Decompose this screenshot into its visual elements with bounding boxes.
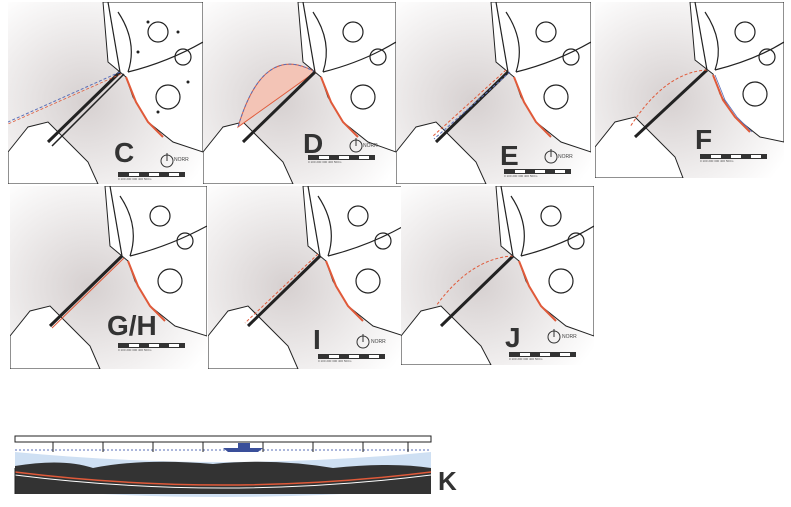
north-label: NORR	[363, 143, 378, 149]
scale-label: 0 100 200 300 400 500m	[308, 160, 342, 164]
north-label: NORR	[371, 339, 386, 345]
map-panel-j: J NORR 0 100 200 300 400 500m	[401, 186, 594, 365]
panel-letter: D	[303, 128, 324, 159]
north-label: NORR	[562, 334, 577, 340]
panel-letter: I	[313, 324, 321, 355]
scale-bar	[318, 354, 385, 359]
panel-letter: J	[505, 322, 521, 353]
section-k-drawing	[13, 428, 435, 498]
scale-bar	[308, 155, 375, 160]
map-panel-i: I NORR 0 100 200 300 400 500m	[208, 186, 404, 369]
map-panel-e: E NORR 0 100 200 300 400 500m	[396, 2, 591, 184]
scale-bar	[118, 172, 185, 177]
north-arrow-icon	[547, 329, 561, 344]
map-panel-d: D NORR 0 100 200 300 400 500m	[203, 2, 396, 184]
scale-bar	[118, 343, 185, 348]
scale-label: 0 100 200 300 400 500m	[700, 159, 734, 163]
scale-bar	[700, 154, 767, 159]
section-panel-k	[13, 428, 435, 498]
north-label: NORR	[558, 154, 573, 160]
scale-label: 0 100 200 300 400 500m	[318, 359, 352, 363]
scale-bar	[504, 169, 571, 174]
north-label: NORR	[174, 157, 189, 163]
scale-label: 0 100 200 300 400 500m	[509, 357, 543, 361]
scale-label: 0 100 200 300 400 500m	[118, 177, 152, 181]
panel-letter: F	[695, 124, 713, 155]
map-panel-f: F 0 100 200 300 400 500m	[595, 2, 784, 178]
panel-letter: G/H	[107, 310, 157, 341]
map-i-drawing	[208, 186, 404, 369]
panel-letter: C	[114, 137, 135, 168]
north-arrow-icon	[356, 334, 370, 349]
map-gh-drawing	[10, 186, 207, 369]
map-e-drawing	[396, 2, 591, 184]
map-j-drawing	[401, 186, 594, 365]
scale-bar	[509, 352, 576, 357]
north-arrow-icon	[160, 153, 174, 168]
north-arrow-icon	[349, 138, 363, 153]
scale-label: 0 100 200 300 400 500m	[118, 348, 152, 352]
section-letter: K	[438, 466, 457, 496]
map-panel-c: C NORR 0 100 200 300 400 500m	[8, 2, 203, 184]
map-f-drawing	[595, 2, 784, 178]
map-c-drawing	[8, 2, 203, 184]
panel-letter: E	[500, 140, 519, 171]
map-d-drawing	[203, 2, 396, 184]
map-panel-gh: G/H 0 100 200 300 400 500m	[10, 186, 207, 369]
scale-label: 0 100 200 300 400 500m	[504, 174, 538, 178]
north-arrow-icon	[544, 149, 558, 164]
